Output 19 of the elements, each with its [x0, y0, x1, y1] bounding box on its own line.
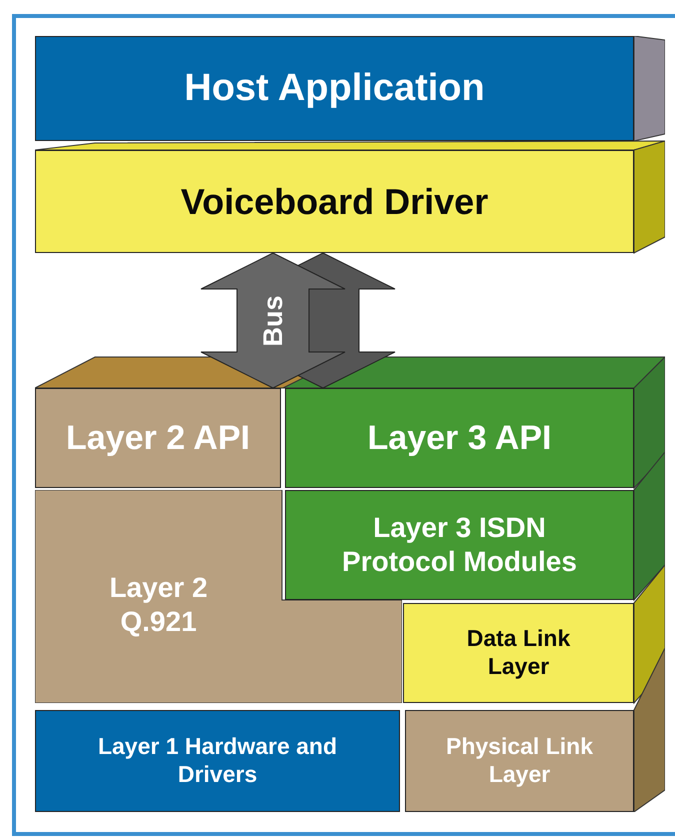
block-label: Layer 3 API [368, 418, 552, 458]
block-label: Data Link Layer [466, 625, 572, 681]
block-label: Layer 2 API [66, 418, 250, 458]
block-label: Layer 1 Hardware and Drivers [96, 733, 338, 789]
layer-block [285, 490, 634, 600]
block-label: Host Application [184, 66, 485, 111]
block-label: Physical Link Layer [444, 733, 594, 789]
block-label: Layer 3 ISDN Protocol Modules [341, 511, 578, 579]
layer-block [35, 710, 400, 812]
layer-block [405, 710, 634, 812]
block-label: Layer 2 Q.921 [108, 571, 209, 639]
layer-block [35, 388, 281, 488]
layer-block [403, 603, 634, 703]
edge-label: Bus [256, 295, 289, 346]
host-application-block [35, 36, 634, 141]
driver-block [35, 150, 634, 253]
bus-double-arrow [200, 253, 396, 388]
layer-block [285, 388, 634, 488]
block-label: Voiceboard Driver [180, 180, 488, 224]
